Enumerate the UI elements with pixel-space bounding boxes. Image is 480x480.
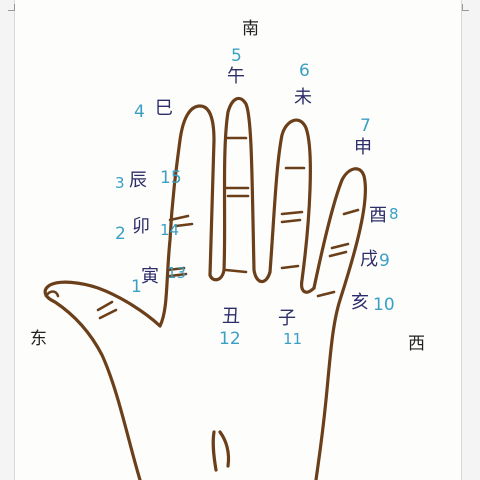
thumb-nail-mark	[44, 290, 60, 298]
wrist-crease-left	[211, 430, 218, 472]
little-knuckle-line	[342, 208, 360, 216]
branch-number-3: 3	[115, 174, 125, 192]
branch-number-2: 2	[115, 224, 126, 244]
branch-chen: 辰	[129, 170, 147, 191]
branch-number-6: 6	[299, 61, 310, 81]
direction-west-label: 西	[408, 334, 425, 354]
little-knuckle-line	[316, 290, 336, 298]
branch-number-7: 7	[360, 116, 371, 136]
little-finger-outline	[312, 167, 368, 480]
direction-east-label: 东	[30, 329, 47, 349]
branch-xu: 戌	[360, 249, 378, 270]
branch-number-4: 4	[134, 102, 145, 122]
branch-number-10: 10	[373, 295, 395, 315]
document-page	[14, 0, 462, 480]
extra-number-13: 13	[167, 264, 187, 282]
branch-you: 酉	[369, 205, 387, 226]
page-corner-mark-left	[8, 4, 15, 11]
branch-zi: 子	[278, 308, 296, 329]
branch-chou: 丑	[222, 306, 240, 327]
branch-wu-label: 午	[227, 66, 245, 87]
branch-number-11: 11	[283, 330, 303, 348]
branch-number-5: 5	[231, 46, 242, 66]
branch-shen: 申	[354, 137, 372, 158]
page-corner-mark-right	[462, 4, 469, 11]
branch-yin: 寅	[141, 266, 159, 287]
branch-wei: 未	[294, 87, 312, 108]
thumb-knuckle-line	[96, 300, 118, 320]
branch-si: 巳	[155, 98, 173, 119]
extra-number-14: 14	[160, 221, 180, 239]
wrist-crease-right	[218, 430, 231, 468]
thumb-outline	[43, 104, 216, 480]
ring-knuckle-line	[280, 210, 304, 224]
ring-knuckle-line	[280, 264, 300, 270]
ring-finger-outline	[268, 118, 316, 294]
branch-number-1: 1	[131, 277, 142, 297]
branch-number-8: 8	[389, 205, 399, 223]
index-knuckle-line	[166, 266, 188, 278]
middle-knuckle-line	[224, 186, 250, 198]
index-middle-outline	[208, 96, 272, 284]
branch-number-12: 12	[219, 329, 241, 349]
branch-hai: 亥	[351, 292, 369, 313]
extra-number-15: 15	[160, 168, 182, 188]
middle-knuckle-line	[224, 268, 248, 274]
branch-mao: 卯	[132, 216, 150, 237]
direction-south-label: 南	[242, 19, 259, 39]
branch-number-9: 9	[379, 251, 390, 271]
index-knuckle-line	[168, 214, 194, 228]
little-knuckle-line	[328, 242, 350, 258]
